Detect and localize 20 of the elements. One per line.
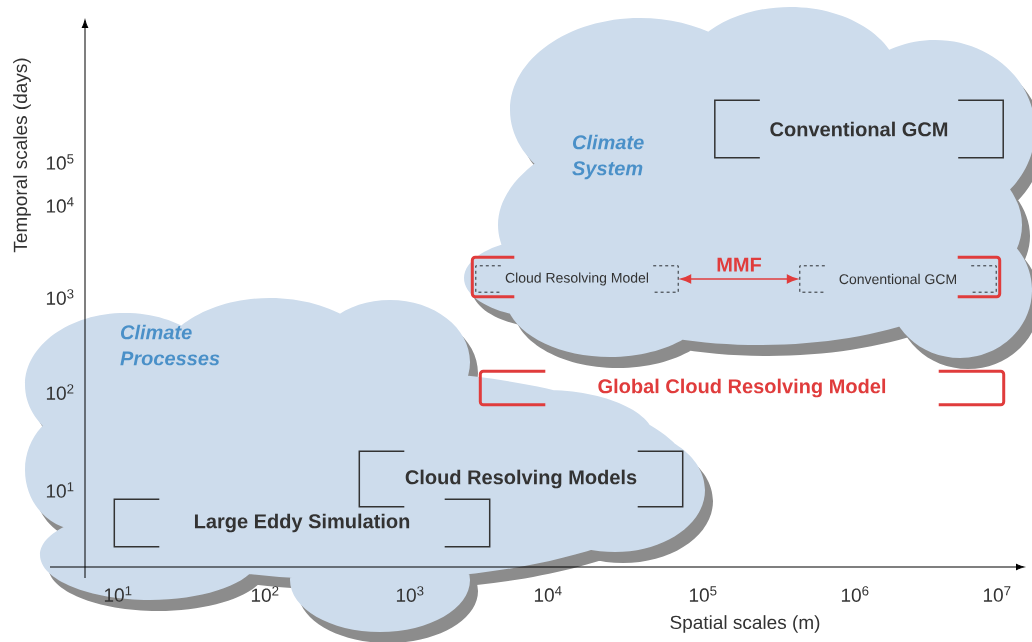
tick-label: 10$^{2}$ <box>46 384 74 400</box>
axis-title: Temporal scales (days) <box>13 58 31 253</box>
bracket-box: Global Cloud Resolving Model <box>478 369 1006 407</box>
double-arrow <box>680 274 798 284</box>
tick-label: 10$^{1}$ <box>104 586 132 602</box>
tick-label: 10$^{4}$ <box>46 197 74 213</box>
dashed-bracket-box: Conventional GCM <box>799 265 997 293</box>
bracket-box: Large Eddy Simulation <box>113 498 491 548</box>
bracket-frame <box>470 255 1002 299</box>
dashed-bracket-box: Cloud Resolving Model <box>475 265 679 293</box>
tick-label: 10$^{4}$ <box>534 586 562 602</box>
bracket-box: Cloud Resolving Models <box>358 450 684 508</box>
bracket-box: Conventional GCM <box>714 99 1004 159</box>
edge-label: MMF <box>717 257 762 272</box>
tick-label: 10$^{6}$ <box>841 586 869 602</box>
tick-label: 10$^{7}$ <box>983 586 1011 602</box>
tick-label: 10$^{5}$ <box>46 154 74 170</box>
tick-label: 10$^{2}$ <box>251 586 279 602</box>
tick-label: 10$^{1}$ <box>46 482 74 498</box>
tick-label: 10$^{3}$ <box>396 586 424 602</box>
